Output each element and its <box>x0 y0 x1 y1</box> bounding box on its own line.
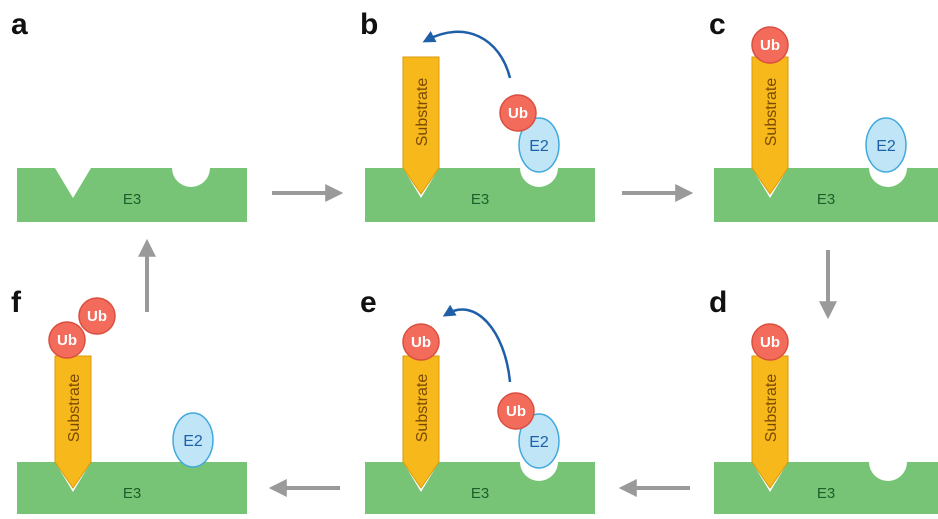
panel-letter: e <box>360 286 377 319</box>
e2-label: E2 <box>183 433 203 450</box>
e3-enzyme <box>365 462 595 514</box>
e2-enzyme <box>518 117 560 173</box>
substrate <box>402 56 440 195</box>
e2-label: E2 <box>529 434 549 451</box>
e3-label: E3 <box>471 485 489 502</box>
panel-a: a E3 <box>11 8 247 222</box>
panel-letter: c <box>709 8 726 41</box>
ubiquitin <box>751 323 789 361</box>
ubiquitin <box>48 321 86 359</box>
ubiquitin-label: Ub <box>760 334 780 351</box>
ubiquitin-label: Ub <box>87 308 107 325</box>
panel-letter: a <box>11 8 28 41</box>
panel-letter: b <box>360 8 378 41</box>
ubiquitin <box>499 94 537 132</box>
ubiquitin-label: Ub <box>508 105 528 122</box>
substrate-label: Substrate <box>414 374 431 443</box>
e3-enzyme <box>714 462 938 514</box>
e3-enzyme <box>17 168 247 222</box>
ubiquitin <box>402 323 440 361</box>
panel-b: b E3 Substrate E2 Ub <box>360 8 595 222</box>
transfer-arrow <box>442 304 512 383</box>
substrate <box>54 355 92 489</box>
ubiquitin <box>497 392 535 430</box>
substrate-label: Substrate <box>414 78 431 147</box>
e3-label: E3 <box>123 191 141 208</box>
e2-enzyme <box>172 412 214 468</box>
e3-enzyme <box>17 462 247 514</box>
e3-enzyme <box>365 168 595 222</box>
panel-f: f E3 Substrate Ub Ub E2 <box>11 286 247 514</box>
ubiquitin-label: Ub <box>57 332 77 349</box>
panel-c: c E3 Substrate Ub E2 <box>709 8 938 222</box>
substrate-label: Substrate <box>763 78 780 147</box>
e2-enzyme <box>865 117 907 173</box>
e3-label: E3 <box>817 485 835 502</box>
ubiquitin-label: Ub <box>760 37 780 54</box>
panel-letter: f <box>11 286 22 319</box>
e2-enzyme <box>518 413 560 469</box>
panel-e: e E3 Substrate Ub E2 Ub <box>360 286 595 514</box>
e3-enzyme <box>714 168 938 222</box>
e3-label: E3 <box>123 485 141 502</box>
substrate-label: Substrate <box>763 374 780 443</box>
panel-d: d E3 Substrate Ub <box>709 286 938 514</box>
substrate-label: Substrate <box>66 374 83 443</box>
ubiquitin <box>751 26 789 64</box>
panel-letter: d <box>709 286 727 319</box>
e3-label: E3 <box>471 191 489 208</box>
ubiquitin-label: Ub <box>506 403 526 420</box>
e3-label: E3 <box>817 191 835 208</box>
ubiquitin <box>78 297 116 335</box>
e2-label: E2 <box>529 138 549 155</box>
ubiquitin-label: Ub <box>411 334 431 351</box>
transfer-arrow <box>422 30 512 79</box>
e2-label: E2 <box>876 138 896 155</box>
